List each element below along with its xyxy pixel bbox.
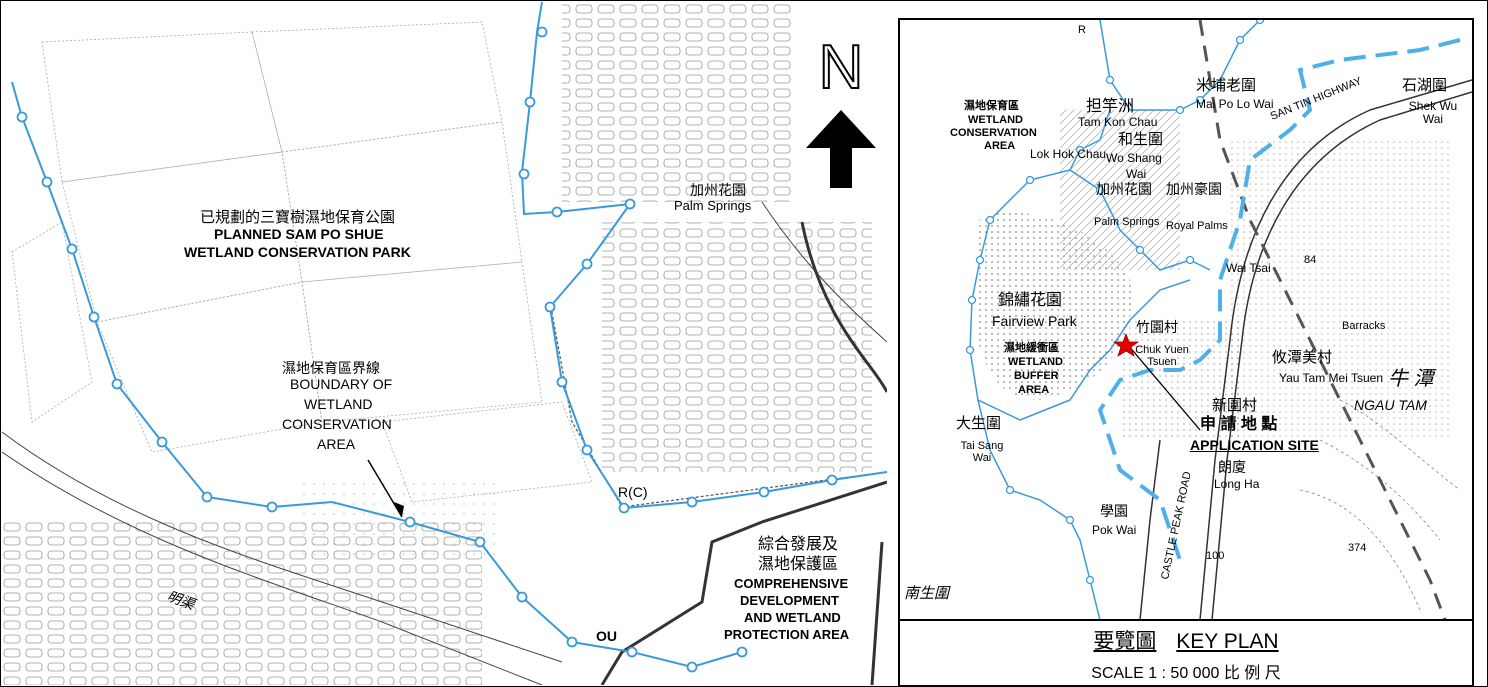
- boundary-label-en-2: WETLAND: [304, 396, 373, 412]
- park-label-en-1: PLANNED SAM PO SHUE: [214, 226, 384, 242]
- kp-palm-en: Palm Springs: [1094, 216, 1160, 228]
- cdwpa-en-4: PROTECTION AREA: [724, 627, 850, 642]
- kp-spot-374: 374: [1348, 542, 1367, 554]
- kp-site-zh: 申 請 地 點: [1200, 416, 1278, 433]
- kp-wba-en-3: AREA: [1018, 384, 1050, 396]
- kp-ngau-en: NGAU TAM: [1354, 397, 1427, 413]
- kp-mai-en: Mai Po Lo Wai: [1196, 97, 1274, 111]
- key-plan: SAN TIN HIGHWAY CASTLE PEAK ROAD 担竿洲 Tam…: [898, 18, 1474, 687]
- north-letter: N: [819, 33, 864, 102]
- road-castle-label: CASTLE PEAK ROAD: [1159, 470, 1194, 580]
- key-plan-title-en: KEY PLAN: [1176, 630, 1279, 653]
- kp-spot-84: 84: [1304, 254, 1317, 266]
- kp-wba-zh: 濕地緩衝區: [1004, 342, 1059, 354]
- key-plan-footer: 要覽圖 KEY PLAN SCALE 1 : 50 000 比 例 尺: [900, 619, 1472, 685]
- main-map-linework: [2, 2, 887, 685]
- kp-wca-en-3: AREA: [984, 140, 1016, 152]
- kp-wo-en2: Wai: [1126, 167, 1147, 181]
- kp-nam-zh: 南生圍: [904, 585, 950, 602]
- kp-mai-zh: 米埔老圍: [1196, 77, 1257, 94]
- kp-site-en: APPLICATION SITE: [1190, 437, 1319, 453]
- kp-yau-en: Yau Tam Mei Tsuen: [1278, 371, 1384, 385]
- kp-spot-100: 100: [1206, 550, 1225, 562]
- cdwpa-zh-1: 綜合發展及: [758, 536, 839, 553]
- key-plan-title-zh: 要覽圖: [1093, 630, 1157, 653]
- kp-pok-zh: 學園: [1100, 503, 1128, 519]
- kp-tam-zh: 担竿洲: [1086, 98, 1135, 115]
- key-plan-scale: SCALE 1 : 50 000 比 例 尺: [1091, 665, 1281, 682]
- kp-fair-en: Fairview Park: [992, 313, 1077, 329]
- kp-barracks-en: Barracks: [1342, 320, 1386, 332]
- boundary-label-zh: 濕地保育區界線: [282, 360, 380, 376]
- kp-wo-zh: 和生圍: [1118, 131, 1164, 148]
- park-label-zh: 已規劃的三寶樹濕地保育公園: [200, 209, 396, 226]
- kp-yau-zh: 攸潭美村: [1272, 349, 1333, 366]
- kp-wba-en-1: WETLAND: [1008, 356, 1063, 368]
- boundary-label-en-3: CONSERVATION: [282, 416, 392, 432]
- kp-tai-zh: 大生圍: [956, 415, 1002, 432]
- kp-shek-en: Shek Wu Wai: [1408, 99, 1458, 127]
- kp-royal-zh: 加州豪園: [1166, 181, 1222, 197]
- kp-long-en: Long Ha: [1214, 477, 1260, 491]
- kp-wo-en: Wo Shang: [1106, 151, 1162, 165]
- kp-waitsai-en: Wai Tsai: [1226, 261, 1271, 275]
- kp-wca-zh: 濕地保育區: [964, 100, 1019, 112]
- palm-springs-en: Palm Springs: [674, 198, 752, 213]
- kp-royal-en: Royal Palms: [1166, 220, 1228, 232]
- kp-palm-zh: 加州花園: [1096, 181, 1152, 197]
- zone-ou-label: OU: [596, 628, 617, 644]
- road-santin-label: SAN TIN HIGHWAY: [1269, 75, 1365, 123]
- kp-pok-en: Pok Wai: [1092, 523, 1137, 537]
- boundary-label-en-1: BOUNDARY OF: [290, 376, 393, 392]
- main-map: 已規劃的三寶樹濕地保育公園 PLANNED SAM PO SHUE WETLAN…: [2, 2, 887, 685]
- kp-tai-en: Tai Sang Wai: [960, 440, 1004, 465]
- key-plan-title: 要覽圖 KEY PLAN: [900, 625, 1472, 655]
- kp-chuk-zh: 竹園村: [1136, 319, 1178, 335]
- kp-chuk-en: Chuk Yuen Tsuen: [1135, 344, 1189, 369]
- zone-rc-label: R(C): [618, 484, 648, 500]
- kp-road-r: R: [1078, 24, 1086, 36]
- kp-san-zh: 新圍村: [1212, 397, 1258, 414]
- cdwpa-en-1: COMPREHENSIVE: [734, 576, 849, 591]
- kp-wca-en-2: CONSERVATION: [950, 127, 1037, 139]
- kp-long-zh: 朗廈: [1218, 459, 1246, 475]
- boundary-label-en-4: AREA: [317, 436, 356, 452]
- kp-lokhok-en: Lok Hok Chau: [1030, 147, 1107, 161]
- north-arrow-icon: N: [800, 30, 880, 200]
- cdwpa-en-3: AND WETLAND: [744, 610, 841, 625]
- park-label-en-2: WETLAND CONSERVATION PARK: [184, 244, 411, 260]
- kp-shek-zh: 石湖圍: [1402, 77, 1448, 94]
- palm-springs-zh: 加州花園: [690, 182, 746, 198]
- key-plan-linework: SAN TIN HIGHWAY CASTLE PEAK ROAD: [965, 20, 1472, 620]
- kp-fair-zh: 錦繡花園: [998, 292, 1063, 309]
- cdwpa-en-2: DEVELOPMENT: [740, 593, 839, 608]
- kp-wca-en-1: WETLAND: [968, 114, 1023, 126]
- kp-ngau-zh: 牛 潭: [1388, 368, 1434, 390]
- kp-tam-en: Tam Kon Chau: [1078, 115, 1158, 129]
- cdwpa-zh-2: 濕地保護區: [758, 556, 839, 573]
- kp-wba-en-2: BUFFER: [1014, 370, 1059, 382]
